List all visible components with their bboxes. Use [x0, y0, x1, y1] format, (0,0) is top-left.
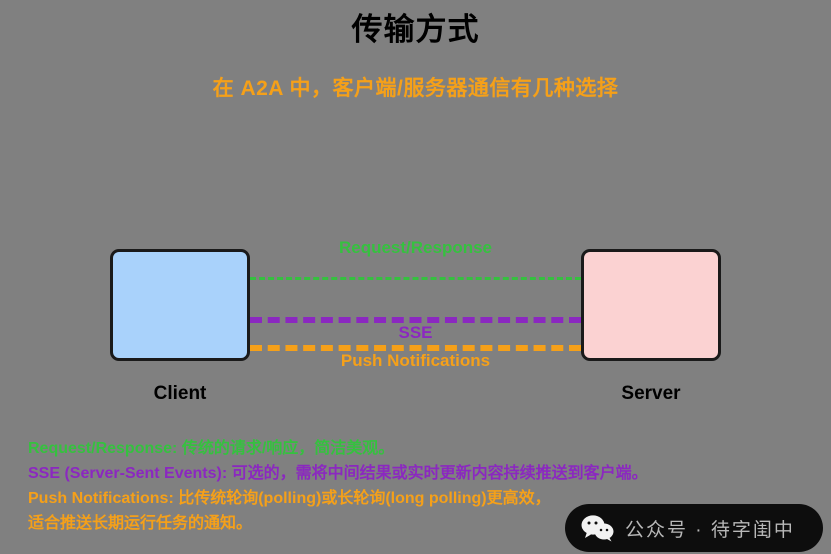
diagram-node-server — [581, 249, 721, 361]
page-subtitle: 在 A2A 中，客户端/服务器通信有几种选择 — [212, 77, 619, 100]
connector-push-notifications — [250, 345, 581, 351]
connector-sse — [250, 317, 581, 323]
watermark-badge: 公众号 · 待字闺中 — [565, 504, 823, 552]
page-title: 传输方式 — [351, 12, 480, 47]
connector-label-request-response: Request/Response — [338, 238, 493, 257]
note-line-sse: SSE (Server-Sent Events): 可选的，需将中间结果或实时更… — [28, 465, 648, 482]
note-line-push-notifications: Push Notifications: 比传统轮询(polling)或长轮询(l… — [28, 490, 551, 507]
diagram-node-client-label: Client — [153, 383, 207, 404]
wechat-icon — [581, 515, 614, 542]
connector-label-sse: SSE — [398, 323, 433, 342]
connector-label-push-notifications: Push Notifications — [340, 351, 491, 370]
diagram-node-client — [110, 249, 250, 361]
note-line-push-notifications-cont: 适合推送长期运行任务的通知。 — [28, 515, 253, 532]
connector-request-response — [250, 277, 581, 280]
diagram-node-server-label: Server — [621, 383, 681, 404]
notes-block: Request/Response: 传统的请求/响应，简洁美观。 SSE (Se… — [28, 436, 828, 536]
note-line-request-response: Request/Response: 传统的请求/响应，简洁美观。 — [28, 440, 395, 457]
watermark-text: 公众号 · 待字闺中 — [625, 519, 795, 541]
